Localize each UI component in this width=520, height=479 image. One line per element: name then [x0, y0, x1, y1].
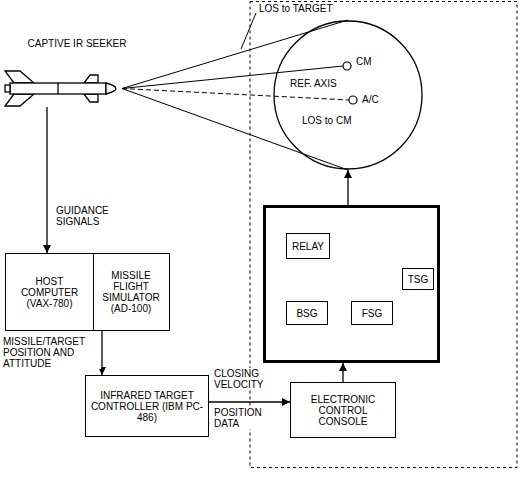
- screen-outline: [273, 20, 423, 170]
- node-label: REF. AXIS: [289, 78, 338, 89]
- node-label: LOS to CM: [301, 115, 352, 126]
- generator-box: BSG: [286, 301, 328, 325]
- screen-circle: [274, 21, 422, 169]
- node-label: ELECTRONIC CONTROL CONSOLE: [294, 394, 392, 427]
- generator-housing: RELAY BSG FSG TSG: [263, 205, 440, 363]
- simulator-box: MISSILE FLIGHT SIMULATOR (AD-100): [93, 253, 170, 331]
- connector: [342, 363, 343, 382]
- node-label: HOST COMPUTER (VAX-780): [9, 276, 90, 309]
- generator-box: TSG: [402, 268, 434, 290]
- reference-axis: [122, 89, 349, 101]
- signal-label: GUIDANCE SIGNALS: [55, 205, 119, 227]
- los-to-cm-line: [122, 66, 343, 89]
- node-label: A/C: [361, 94, 380, 105]
- node-label: INFRARED TARGET CONTROLLER (IBM PC-486): [89, 390, 205, 423]
- point-marker: [349, 96, 357, 104]
- signal-label: CLOSING VELOCITY: [213, 368, 287, 390]
- controller-box: INFRARED TARGET CONTROLLER (IBM PC-486): [85, 375, 209, 437]
- node-label: CM: [355, 56, 373, 67]
- annotation: LOS to TARGET: [258, 3, 360, 14]
- connector: [101, 331, 102, 375]
- node-label: FSG: [362, 308, 383, 319]
- node-label: TSG: [408, 274, 429, 285]
- point-marker: [343, 62, 351, 70]
- leader-line: [241, 13, 256, 49]
- computer-box: HOST COMPUTER (VAX-780): [5, 253, 94, 331]
- annotation: POSITION DATA: [213, 407, 287, 429]
- console-box: ELECTRONIC CONTROL CONSOLE: [290, 382, 396, 438]
- relay-box: RELAY: [286, 233, 330, 259]
- connector: [209, 401, 290, 402]
- signal-label: MISSILE/TARGET POSITION AND ATTITUDE: [2, 336, 101, 369]
- missile-drawing: [5, 71, 116, 106]
- generator-box: FSG: [351, 301, 393, 325]
- node-label: MISSILE FLIGHT SIMULATOR (AD-100): [97, 270, 166, 314]
- connector: [46, 107, 47, 253]
- target-screen: CM A/C REF. AXIS LOS to CM: [273, 20, 423, 170]
- node-label: RELAY: [292, 241, 324, 252]
- connector: [347, 170, 348, 205]
- node-label: BSG: [296, 308, 317, 319]
- field-of-view-lines: [122, 13, 349, 170]
- seeker-figure: CAPTIVE IR SEEKER: [2, 35, 152, 107]
- node-label: CAPTIVE IR SEEKER: [28, 38, 127, 49]
